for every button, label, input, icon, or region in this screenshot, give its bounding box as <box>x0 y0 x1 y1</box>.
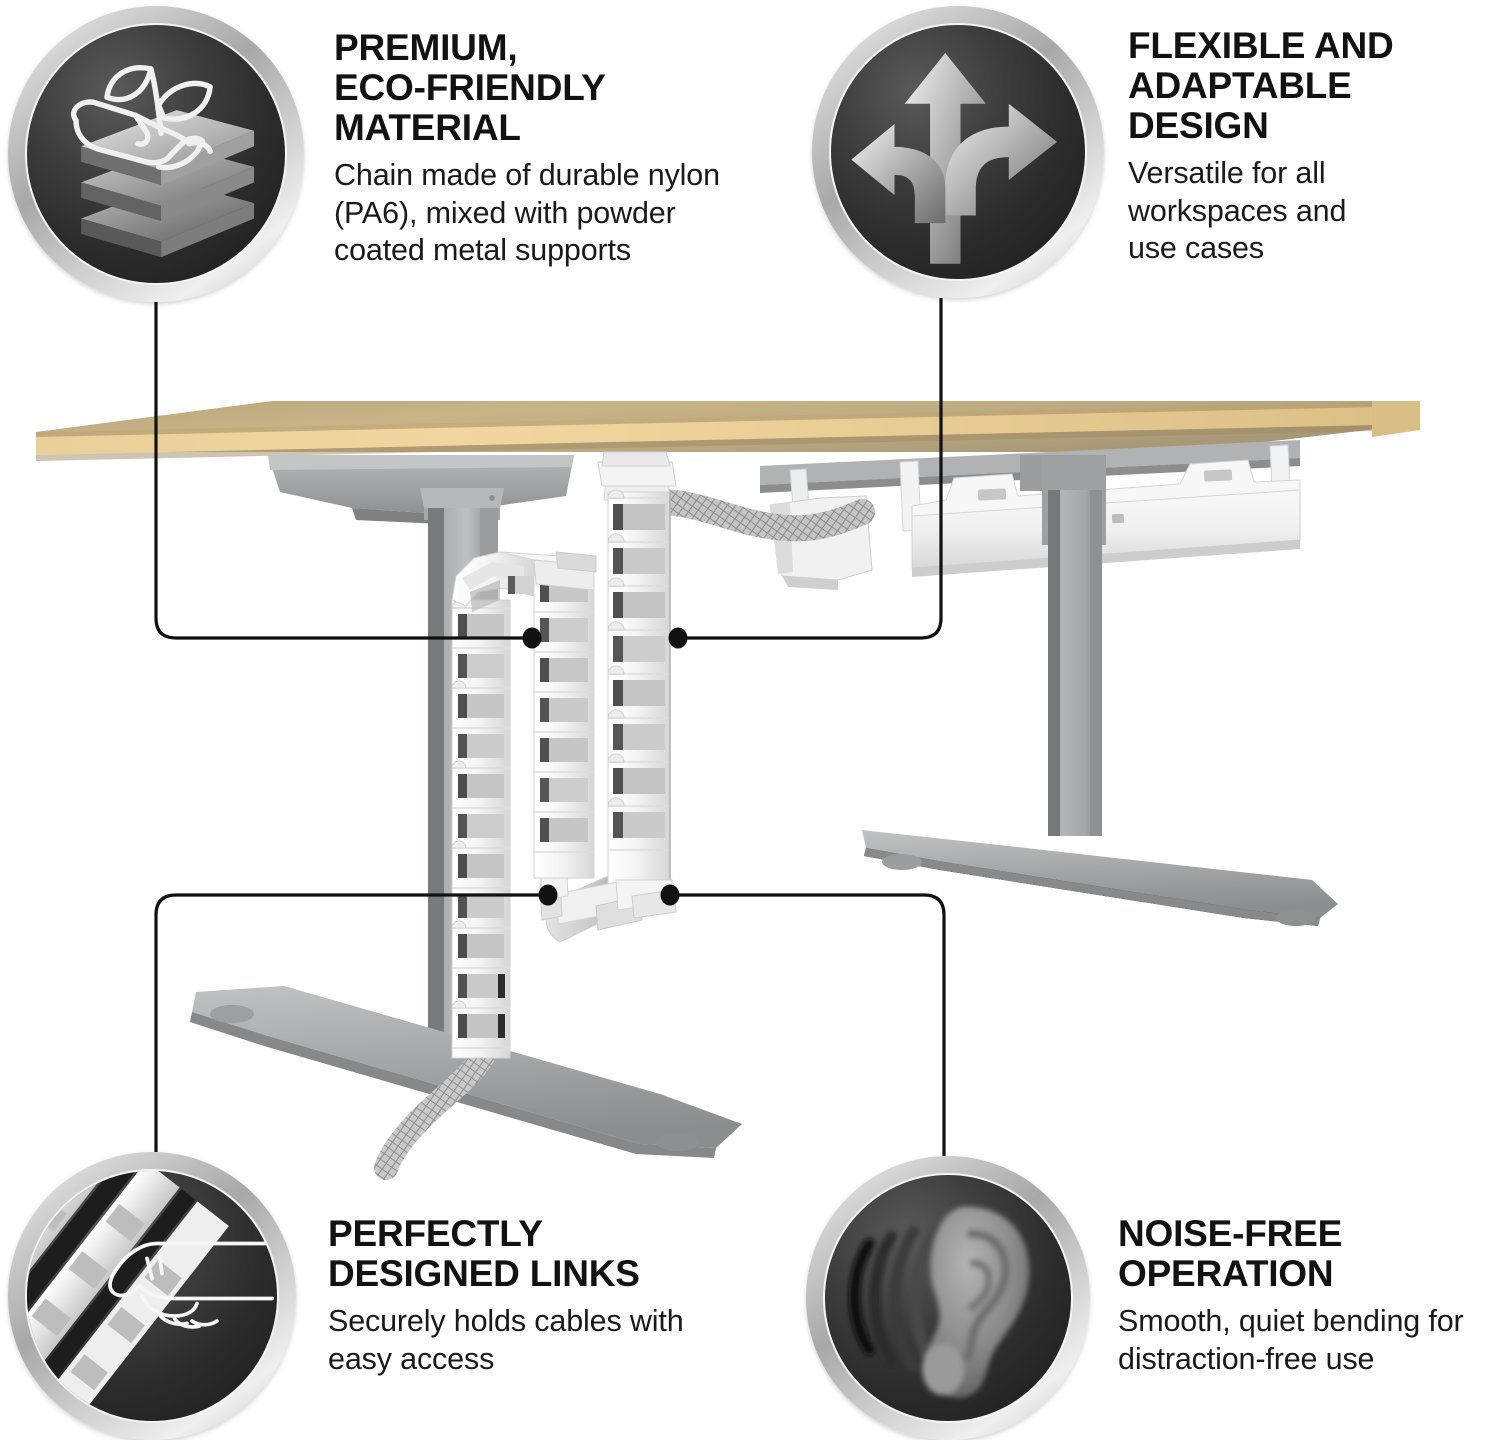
three-way-arrows-icon <box>851 52 1058 264</box>
feature-description-line: Securely holds cables with <box>328 1304 684 1339</box>
ear-sound-waves-icon <box>849 1206 1030 1398</box>
feature-description: Chain made of durable nylon (PA6), mixed… <box>334 157 754 269</box>
feature-description: Securely holds cables with easy access <box>328 1303 758 1378</box>
leader-dot-links <box>538 884 558 906</box>
feature-title-line: ECO-FRIENDLY <box>334 67 606 109</box>
hand-sprout-outline <box>71 99 213 171</box>
eco-badge <box>8 6 304 302</box>
leader-dot-noise <box>660 884 680 906</box>
leader-flexible <box>676 298 943 640</box>
feature-title: PERFECTLY DESIGNED LINKS <box>328 1213 758 1295</box>
links-badge <box>8 1152 296 1440</box>
chain-left-run <box>533 559 595 879</box>
right-leg-column <box>1042 456 1106 836</box>
feature-description: Smooth, quiet bending for distraction-fr… <box>1118 1303 1488 1378</box>
eco-leaf-layers-icon <box>71 65 255 258</box>
chain-cables <box>498 974 505 1038</box>
sprout-icon <box>104 65 213 137</box>
leader-dot-flexible <box>668 627 688 649</box>
feature-description-line: coated metal supports <box>334 233 631 268</box>
feature-description-line: (PA6), mixed with powder <box>334 195 676 230</box>
feature-title-line: NOISE-FREE <box>1118 1213 1343 1254</box>
feature-title: FLEXIBLE AND ADAPTABLE DESIGN <box>1128 25 1488 147</box>
desk-right-rail <box>760 440 1300 493</box>
chain-top-mount <box>597 451 677 487</box>
feature-noise-free-operation: NOISE-FREE OPERATION Smooth, quiet bendi… <box>806 1156 1488 1440</box>
cable-management-chain <box>451 451 677 1059</box>
feature-description-line: easy access <box>328 1341 495 1376</box>
hand-cable-links-icon <box>27 1171 274 1421</box>
feature-description-line: Smooth, quiet bending for <box>1118 1304 1464 1339</box>
noise-badge <box>806 1156 1090 1440</box>
branching-arrows <box>851 52 1058 264</box>
leader-eco <box>154 296 530 640</box>
braided-cable-sleeve-top <box>625 488 875 542</box>
leader-dot-eco <box>522 627 542 649</box>
feature-title-line: DESIGN <box>1128 105 1269 147</box>
flexible-badge <box>812 6 1104 298</box>
feature-description: Versatile for all workspaces and use cas… <box>1128 155 1488 267</box>
desk-top <box>36 401 1420 461</box>
hand-outline <box>108 1241 274 1329</box>
leader-links <box>154 893 546 1152</box>
feature-premium-eco-friendly-material: PREMIUM, ECO-FRIENDLY MATERIAL Chain mad… <box>8 6 754 302</box>
chain-bottom-bend <box>539 855 677 943</box>
feature-title-line: ADAPTABLE <box>1128 65 1352 107</box>
feature-title: PREMIUM, ECO-FRIENDLY MATERIAL <box>334 27 754 149</box>
feature-flexible-adaptable-design: FLEXIBLE AND ADAPTABLE DESIGN Versatile … <box>812 6 1488 298</box>
feature-title-line: FLEXIBLE AND <box>1128 25 1394 66</box>
feature-description-line: Versatile for all <box>1128 156 1326 191</box>
feature-description-line: Chain made of durable nylon <box>334 158 720 193</box>
chain-right-run <box>603 477 671 889</box>
sound-waves <box>849 1223 942 1378</box>
feature-title-line: PREMIUM, <box>334 27 518 68</box>
diagonal-cable-chain <box>27 1171 229 1421</box>
right-foot-base <box>862 830 1338 926</box>
feature-title-line: PERFECTLY <box>328 1213 543 1254</box>
feature-title-line: DESIGNED LINKS <box>328 1253 640 1295</box>
feature-description-line: use cases <box>1128 231 1264 266</box>
feature-title-line: OPERATION <box>1118 1253 1334 1295</box>
feature-description-line: distraction-free use <box>1118 1341 1375 1376</box>
feature-description-line: workspaces and <box>1128 193 1347 228</box>
feature-title-line: MATERIAL <box>334 107 521 149</box>
feature-perfectly-designed-links: PERFECTLY DESIGNED LINKS Securely holds … <box>8 1152 758 1440</box>
feature-title: NOISE-FREE OPERATION <box>1118 1213 1488 1295</box>
leader-noise <box>672 893 946 1156</box>
ear-shape <box>922 1206 1030 1398</box>
